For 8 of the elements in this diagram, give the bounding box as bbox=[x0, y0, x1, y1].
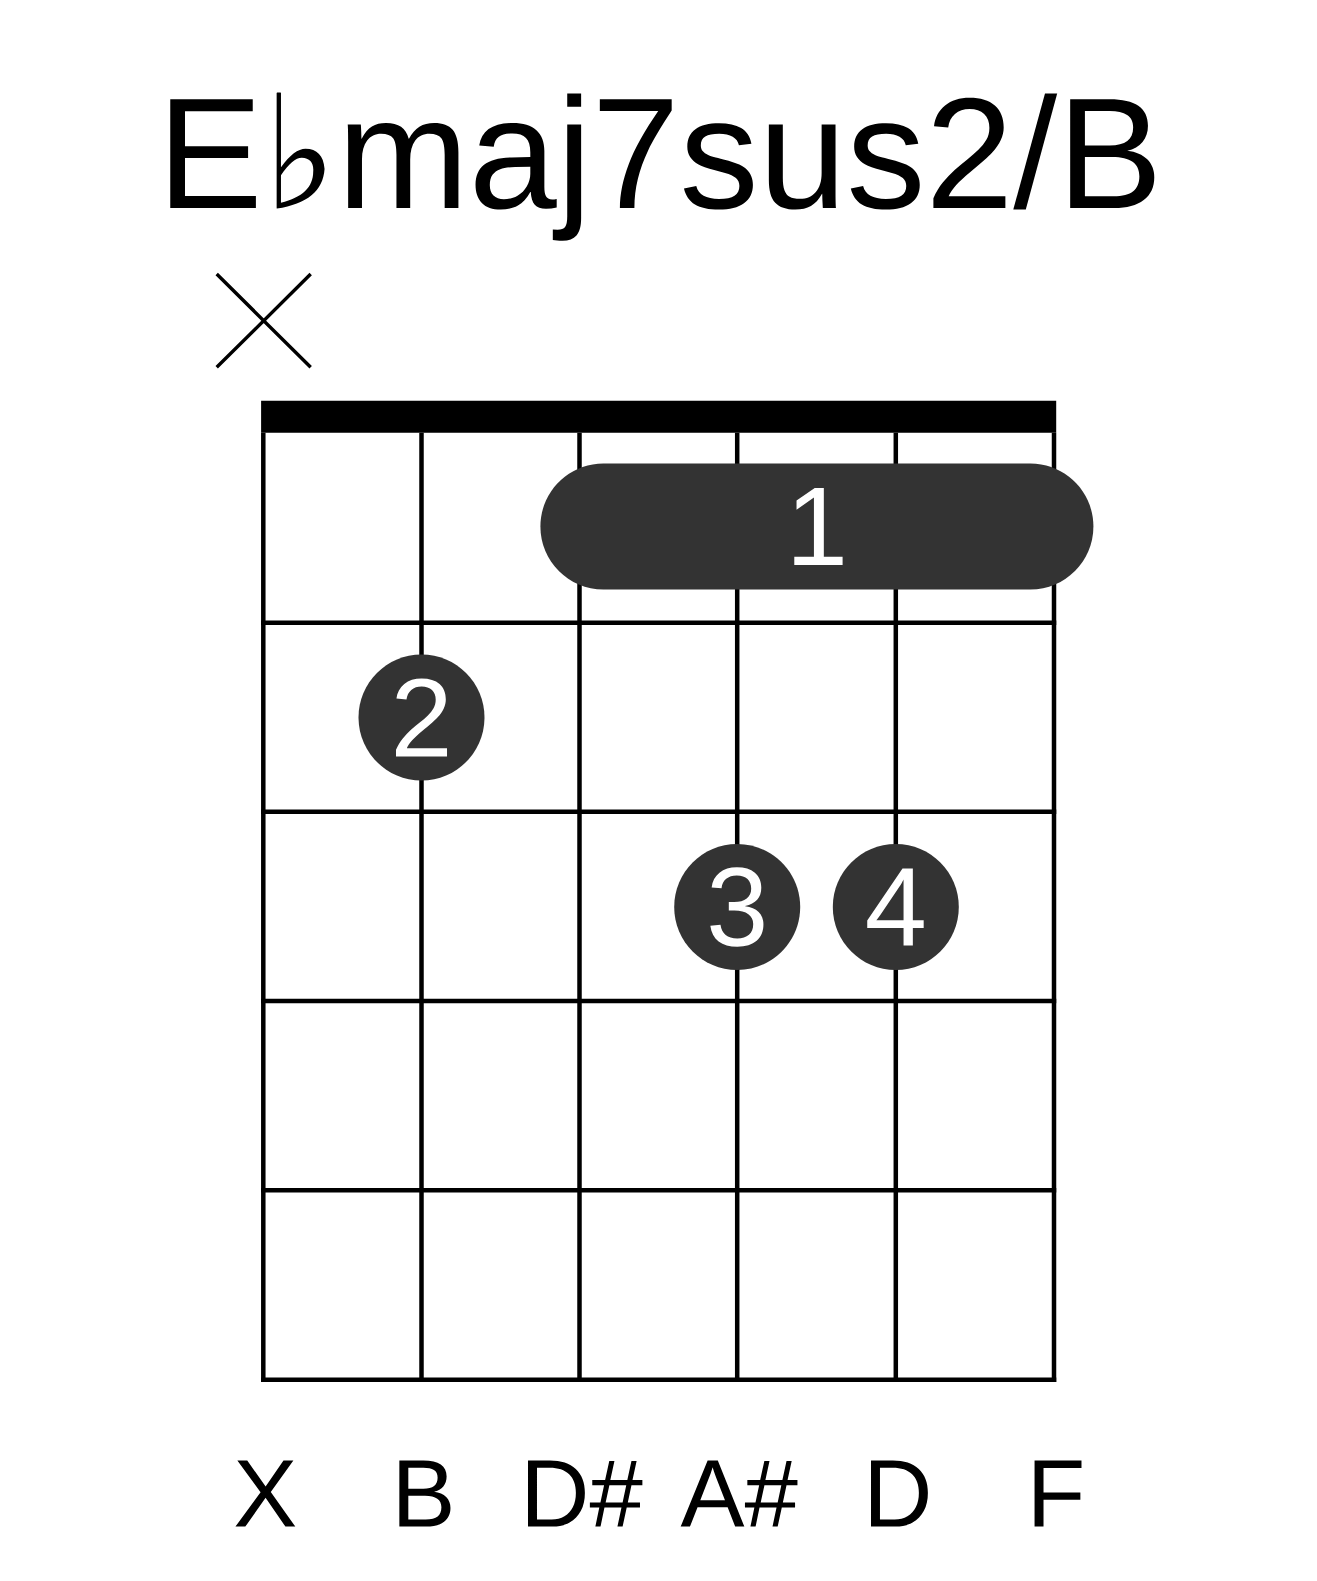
note-label: X bbox=[235, 1460, 296, 1527]
note-label: A# bbox=[680, 1460, 798, 1527]
finger-barre: 1 bbox=[540, 463, 1094, 590]
note-label: D# bbox=[528, 1460, 643, 1527]
note-label: F bbox=[1034, 1460, 1082, 1527]
note-label: D bbox=[871, 1460, 928, 1527]
chord-title: E♭maj7sus2/B bbox=[170, 92, 1155, 241]
note-label: B bbox=[399, 1460, 451, 1527]
